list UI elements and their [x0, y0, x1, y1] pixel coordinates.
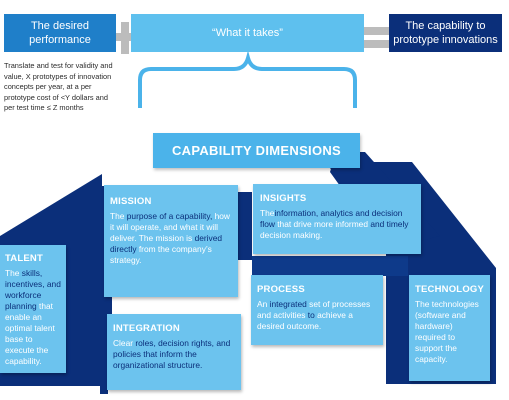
desired-performance-label: The desired performance [29, 20, 91, 46]
highlighted-text: roles, decision rights, and policies tha… [113, 338, 231, 370]
technology-card: TECHNOLOGY The technologies (software an… [409, 275, 490, 381]
body-text: that drive more informed [274, 219, 371, 229]
body-text: decision making. [260, 230, 323, 240]
mission-title: MISSION [110, 196, 152, 207]
technology-title: TECHNOLOGY [415, 284, 485, 295]
talent-text: The skills, incentives, and workforce pl… [5, 268, 62, 367]
insights-title: INSIGHTS [260, 193, 307, 204]
process-title: PROCESS [257, 284, 305, 295]
mission-card: MISSION The purpose of a capability, how… [104, 185, 238, 297]
capability-label: The capability to prototype innovations [393, 20, 498, 46]
body-text: The technologies (software and hardware)… [415, 299, 479, 364]
talent-card: TALENT The skills, incentives, and workf… [0, 245, 66, 373]
insights-text: Theinformation, analytics and decision f… [260, 208, 414, 241]
what-it-takes-label: “What it takes” [212, 27, 283, 39]
capability-dimensions-title: CAPABILITY DIMENSIONS [153, 133, 360, 168]
highlighted-text: information, analytics and decision flow [260, 208, 403, 229]
performance-note: Translate and test for validity and valu… [4, 61, 113, 112]
body-text: The [260, 208, 275, 218]
integration-title: INTEGRATION [113, 323, 180, 334]
technology-text: The technologies (software and hardware)… [415, 299, 485, 365]
process-text: An integrated set of processes and activ… [257, 299, 377, 332]
body-text: An [257, 299, 270, 309]
highlighted-text: derived directly [110, 233, 223, 254]
body-text: Clear [113, 338, 134, 348]
shadow-integration-left [100, 312, 108, 394]
body-text: from the company’s strategy. [110, 244, 212, 265]
equals-sign-bottom [363, 40, 393, 48]
highlighted-text: to [307, 310, 315, 320]
desired-performance-box: The desired performance [4, 14, 116, 52]
equals-sign-top [363, 27, 393, 35]
insights-card: INSIGHTS Theinformation, analytics and d… [253, 184, 421, 254]
shadow-under-insights [252, 256, 408, 276]
body-text: The [110, 211, 127, 221]
highlighted-text: purpose of a capability, [126, 211, 213, 221]
curly-bracket [138, 50, 357, 108]
highlighted-text: integrated [269, 299, 307, 309]
body-text: how it will operate, and what it will de… [110, 211, 230, 243]
talent-title: TALENT [5, 253, 43, 264]
highlighted-text: skills, incentives, and workforce planni… [5, 268, 61, 311]
mission-text: The purpose of a capability, how it will… [110, 211, 232, 266]
body-text: achieve a desired outcome. [257, 310, 353, 331]
integration-text: Clear roles, decision rights, and polici… [113, 338, 235, 371]
body-text: set of processes and activities [257, 299, 371, 320]
what-it-takes-box: “What it takes” [131, 14, 364, 52]
highlighted-text: and timely [370, 219, 409, 229]
body-text: The [5, 268, 22, 278]
process-card: PROCESS An integrated set of processes a… [251, 275, 383, 345]
integration-card: INTEGRATION Clear roles, decision rights… [107, 314, 241, 390]
plus-sign-horizontal [110, 33, 140, 41]
capability-box: The capability to prototype innovations [389, 14, 502, 52]
body-text: that enable an optimal talent base to ex… [5, 301, 55, 366]
shadow-insights-band [238, 192, 252, 260]
